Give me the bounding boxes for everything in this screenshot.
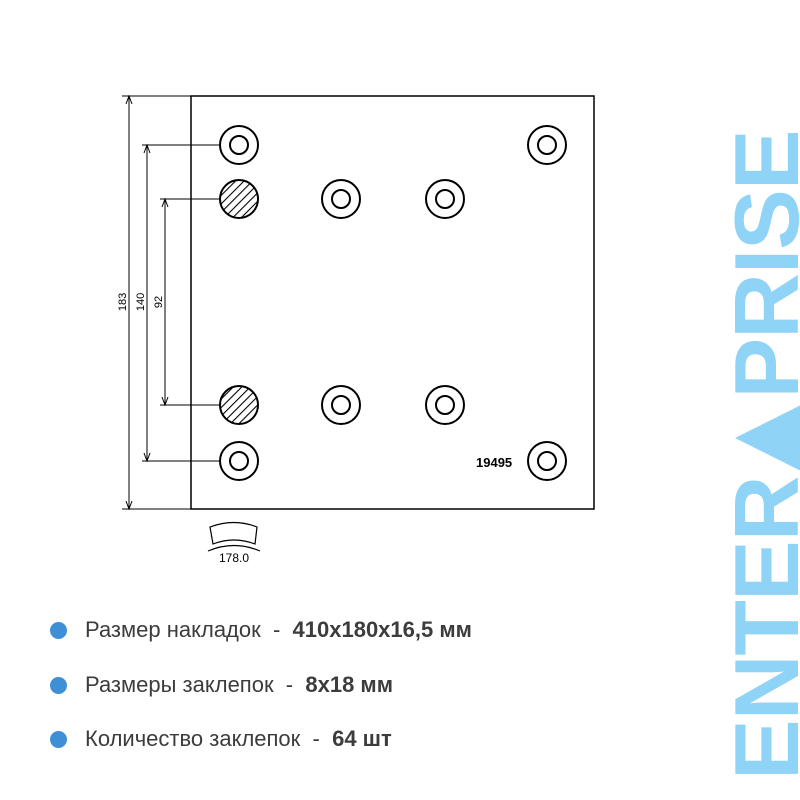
- arc-radius-label: 178.0: [219, 551, 249, 565]
- brake-lining-drawing: 183 140 92 19495 178.0: [117, 94, 595, 565]
- rivet-holes: [219, 125, 567, 481]
- rivet-hole: [321, 179, 361, 219]
- dimension-lines: [122, 94, 220, 511]
- rivet-hole-inner: [331, 189, 351, 209]
- rivet-hole: [321, 385, 361, 425]
- part-number: 19495: [476, 455, 512, 470]
- spec-value: 64 шт: [332, 726, 392, 751]
- spec-rivet-size: Размеры заклепок - 8x18 мм: [50, 672, 393, 698]
- bullet-icon: [50, 730, 67, 748]
- dim-92: 92: [153, 296, 165, 308]
- spec-label: Размер накладок -: [85, 617, 293, 642]
- rivet-hole-inner: [331, 395, 351, 415]
- hatched-rivet-hole: [219, 385, 259, 425]
- hatched-rivet-hole: [219, 179, 259, 219]
- rivet-hole: [425, 385, 465, 425]
- dim-183: 183: [117, 293, 129, 311]
- spec-value: 410x180x16,5 мм: [292, 617, 472, 642]
- spec-value: 8x18 мм: [305, 672, 393, 697]
- rivet-hole: [219, 441, 259, 481]
- rivet-hole: [527, 125, 567, 165]
- rivet-hole: [527, 441, 567, 481]
- bullet-icon: [50, 621, 67, 639]
- rivet-hole: [425, 179, 465, 219]
- spec-rivet-count: Количество заклепок - 64 шт: [50, 726, 392, 752]
- spec-label: Количество заклепок -: [85, 726, 333, 751]
- rivet-hole-inner: [435, 395, 455, 415]
- lining-outline: [190, 95, 595, 510]
- dim-140: 140: [135, 293, 147, 311]
- spec-label: Размеры заклепок -: [85, 672, 306, 697]
- logo-left: ENTER: [717, 476, 800, 780]
- rivet-hole-inner: [229, 135, 249, 155]
- rivet-hole-inner: [229, 451, 249, 471]
- enterprise-logo: ENTER PRISE: [717, 130, 800, 780]
- logo-right: PRISE: [717, 130, 800, 399]
- arc-curvature-icon: [207, 521, 261, 552]
- spec-lining-size: Размер накладок - 410x180x16,5 мм: [50, 617, 472, 643]
- rivet-hole-inner: [435, 189, 455, 209]
- bullet-icon: [50, 676, 67, 694]
- logo-triangle-icon: [735, 404, 800, 471]
- rivet-hole: [219, 125, 259, 165]
- rivet-hole-inner: [537, 135, 557, 155]
- rivet-hole-inner: [537, 451, 557, 471]
